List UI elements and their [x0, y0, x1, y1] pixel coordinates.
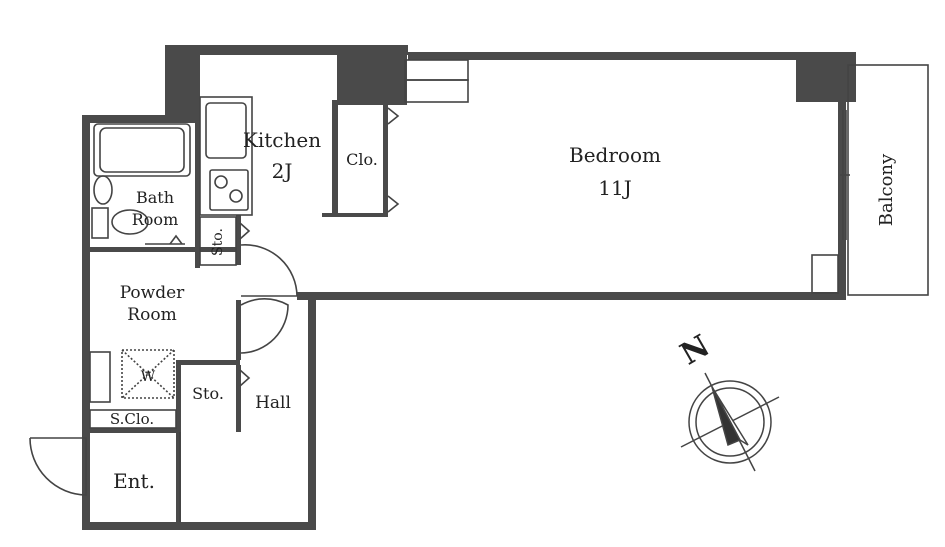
washer-label: W: [141, 369, 156, 385]
entrance-label: Ent.: [113, 469, 155, 493]
room-labels: Kitchen 2J Clo. Bedroom 11J Balcony Bath…: [110, 128, 897, 493]
compass-rose-icon: [680, 372, 780, 472]
bath-label-line1: Bath: [136, 188, 174, 207]
balcony-label: Balcony: [876, 153, 897, 226]
storage-upper-label: Sto.: [210, 228, 226, 256]
kitchen-size: 2J: [272, 159, 293, 183]
bedroom-label: Bedroom: [569, 143, 661, 167]
compass: N: [675, 328, 780, 472]
fixtures: [29, 59, 929, 522]
compass-north-label: N: [675, 328, 716, 372]
walls: [82, 45, 856, 530]
kitchen-label: Kitchen: [243, 128, 321, 152]
bedroom-size: 11J: [598, 176, 631, 200]
closet-label: Clo.: [346, 150, 378, 169]
shoe-closet-label: S.Clo.: [110, 410, 154, 428]
bath-label-line2: Room: [132, 210, 178, 229]
hall-label: Hall: [255, 393, 291, 413]
powder-label-line1: Powder: [120, 283, 185, 303]
powder-label-line2: Room: [127, 305, 176, 325]
storage-lower-label: Sto.: [192, 384, 224, 403]
